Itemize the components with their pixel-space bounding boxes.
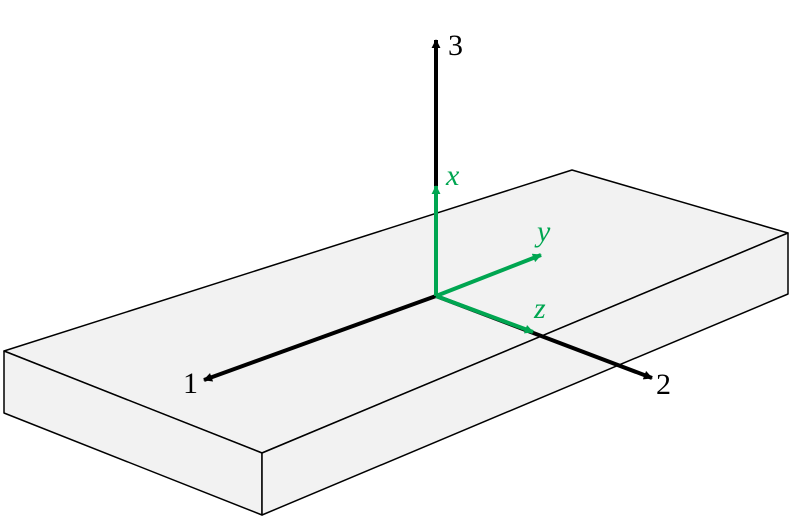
axis-y-label: y: [534, 215, 551, 248]
axis-y-arrow: [435, 253, 542, 298]
axis-2-label: 2: [656, 368, 671, 401]
local-axes: x y z: [431, 159, 551, 334]
axis-z-label: z: [533, 292, 546, 325]
plate-side-face: [261, 232, 789, 516]
plate: [3, 169, 789, 516]
axis-1-label: 1: [183, 367, 198, 400]
axis-1-arrow: [203, 294, 437, 382]
axis-3-label: 3: [448, 29, 463, 62]
axis-x-label: x: [445, 159, 460, 192]
axis-z-arrow: [435, 294, 534, 334]
